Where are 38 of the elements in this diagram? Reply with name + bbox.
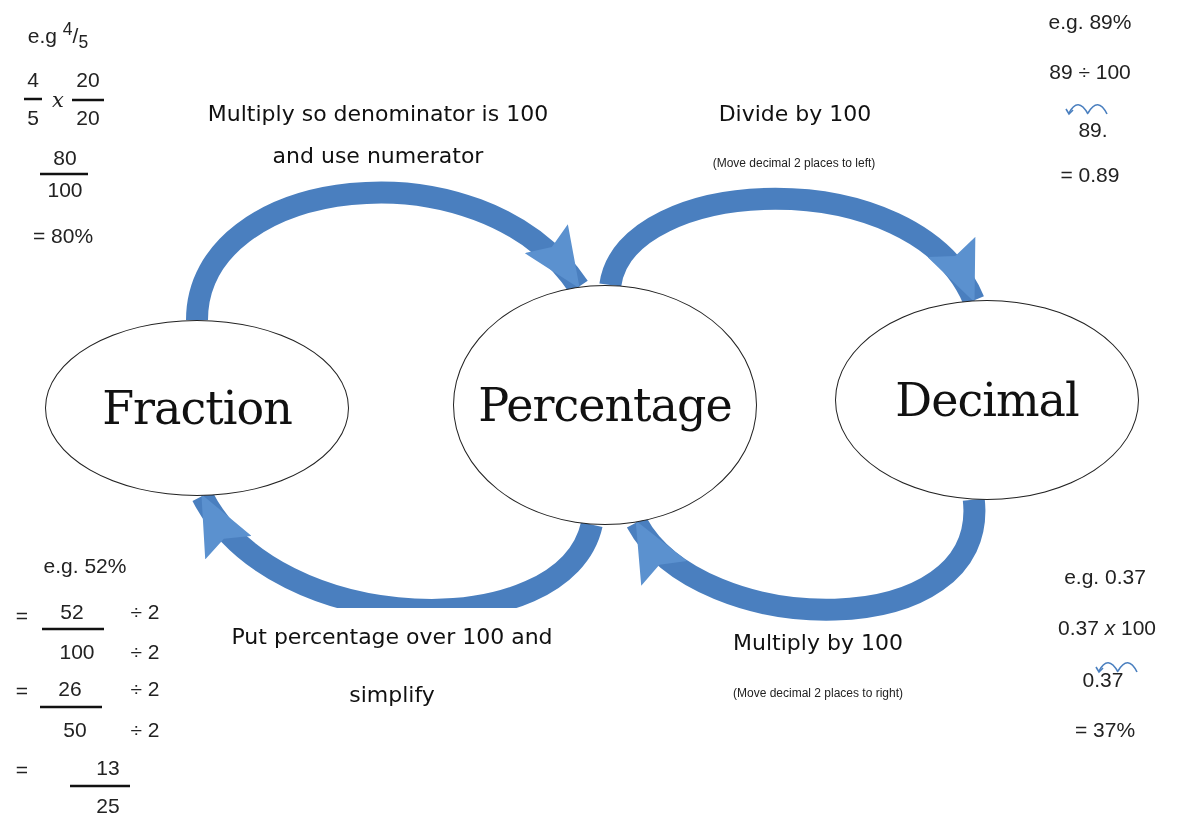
math-term: 26 bbox=[58, 677, 82, 701]
math-term: 100 bbox=[59, 640, 95, 664]
worked-example-line: 89 ÷ 100 bbox=[1049, 60, 1131, 84]
math-term: 13 bbox=[96, 756, 120, 780]
note-text: (Move decimal 2 places to right) bbox=[732, 686, 904, 700]
math-term: 20 bbox=[76, 106, 100, 130]
concept-name: Percentage bbox=[478, 378, 732, 432]
math-term: 5 bbox=[27, 106, 39, 130]
worked-example-line: 0.37 x 100 bbox=[1057, 616, 1157, 640]
math-term: 89. bbox=[1078, 118, 1108, 142]
worked-example-line: e.g. 89% bbox=[1048, 10, 1132, 34]
math-term: ÷ 2 bbox=[130, 640, 160, 664]
math-term: 80 bbox=[53, 146, 77, 170]
math-term: 50 bbox=[63, 718, 87, 742]
note-text: (Move decimal 2 places to left) bbox=[712, 156, 876, 170]
worked-example-line: e.g. 52% bbox=[43, 554, 127, 578]
math-term: = 37% bbox=[1074, 718, 1136, 742]
concept-name: Fraction bbox=[102, 381, 292, 435]
math-term: 0.37 bbox=[1082, 668, 1124, 692]
math-term: ÷ 2 bbox=[130, 718, 160, 742]
math-term: 52 bbox=[60, 600, 84, 624]
worked-example-line: e.g. 0.37 bbox=[1064, 565, 1146, 589]
worked-example-line: e.g $^{4}$/$_{5}$ bbox=[27, 18, 89, 54]
math-term: ÷ 2 bbox=[130, 600, 160, 624]
math-term: 4 bbox=[27, 68, 39, 92]
math-term: = 0.89 bbox=[1060, 163, 1120, 187]
math-term: 25 bbox=[96, 794, 120, 818]
curved-arrow bbox=[627, 498, 985, 621]
curved-arrow bbox=[186, 181, 587, 322]
math-term: = bbox=[15, 604, 29, 628]
math-term: 20 bbox=[76, 68, 100, 92]
math-term: x bbox=[52, 88, 64, 112]
math-term: ÷ 2 bbox=[130, 677, 160, 701]
math-term: = bbox=[15, 679, 29, 703]
math-term: = 80% bbox=[32, 224, 94, 248]
math-term: = bbox=[15, 758, 29, 782]
concept-name: Decimal bbox=[895, 373, 1079, 427]
math-term: 100 bbox=[47, 178, 83, 202]
